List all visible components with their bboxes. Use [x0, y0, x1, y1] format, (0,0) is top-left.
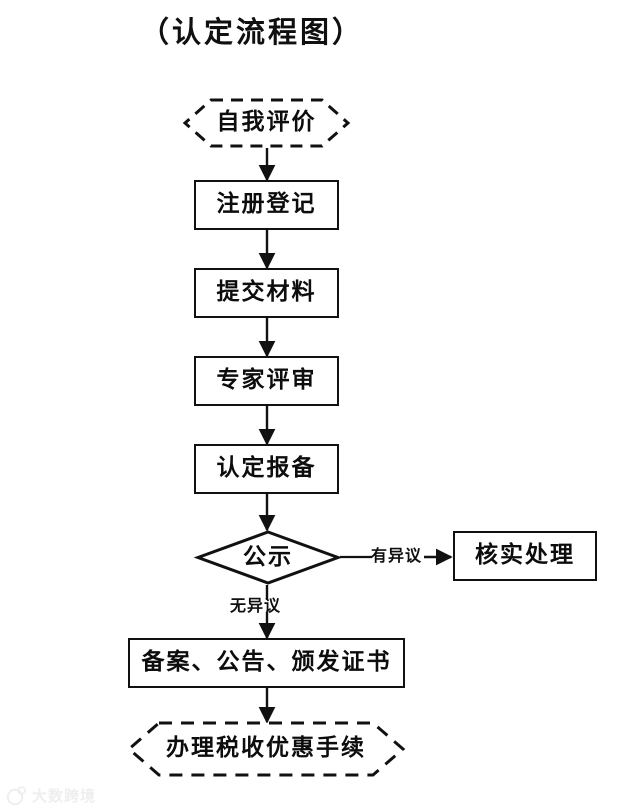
dashed-hexagon-shape-end: [126, 721, 406, 777]
node-label-public-announcement: 公示: [243, 543, 293, 570]
node-expert-review[interactable]: 专家评审: [194, 356, 339, 406]
node-label-submit-materials: 提交材料: [216, 279, 317, 306]
node-label-self-evaluation: 自我评价: [216, 109, 317, 136]
dashed-hexagon-shape: [182, 98, 351, 148]
logo-icon: [6, 785, 27, 806]
node-submit-materials[interactable]: 提交材料: [194, 268, 339, 318]
node-label-verify-and-handle: 核实处理: [475, 542, 575, 569]
diamond-shape: [193, 530, 343, 585]
node-label-archive-announce-certificate: 备案、公告、颁发证书: [141, 649, 392, 676]
node-self-evaluation[interactable]: 自我评价: [182, 98, 351, 148]
node-label-accreditation-filing: 认定报备: [216, 455, 317, 482]
node-label-expert-review: 专家评审: [216, 367, 317, 394]
edge-label-no-objection: 无异议: [230, 596, 282, 615]
node-verify-and-handle[interactable]: 核实处理: [453, 531, 597, 581]
node-label-register: 注册登记: [216, 191, 317, 218]
watermark-text: 大数跨境: [32, 787, 97, 805]
edge-label-objection: 有异议: [371, 546, 423, 565]
node-tax-benefit-procedure[interactable]: 办理税收优惠手续: [126, 721, 406, 777]
node-public-announcement[interactable]: 公示: [193, 530, 343, 585]
node-register[interactable]: 注册登记: [194, 180, 339, 230]
watermark: 大数跨境: [6, 785, 96, 806]
node-accreditation-filing[interactable]: 认定报备: [194, 444, 339, 494]
node-label-tax-benefit-procedure: 办理税收优惠手续: [166, 735, 366, 762]
node-archive-announce-certificate[interactable]: 备案、公告、颁发证书: [128, 638, 405, 688]
page-title: （认定流程图）: [140, 15, 365, 49]
